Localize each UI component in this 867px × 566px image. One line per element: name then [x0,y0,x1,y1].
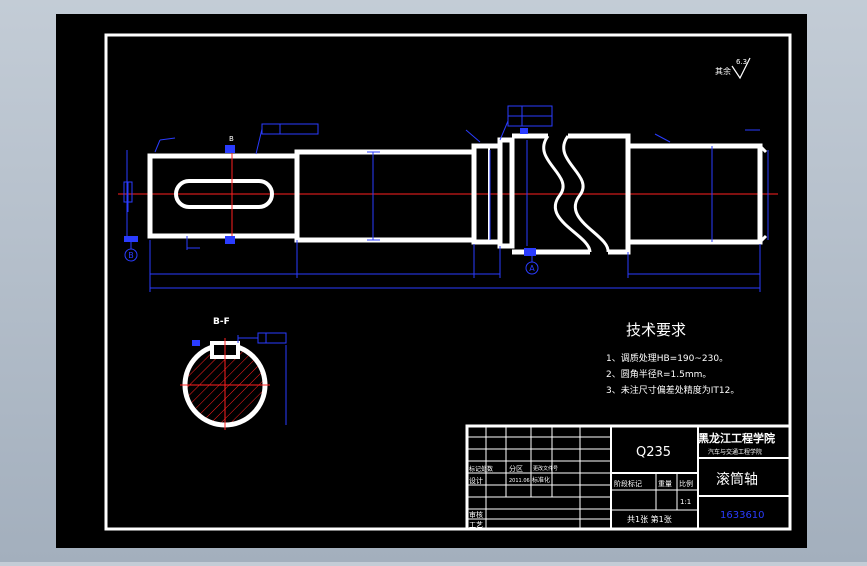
datum-a-label: A [529,264,535,273]
datum-b-label: B [128,251,134,260]
drawing-number: 1633610 [720,510,765,521]
roughness-value: 6.3 [736,58,747,66]
break-line-1 [542,135,592,253]
technical-requirements: 技术要求 1、调质处理HB=190~230。 2、圆角半径R=1.5mm。 3、… [606,321,739,396]
weight-label: 重量 [658,480,672,488]
title-block [465,424,792,531]
drawing-area [56,14,807,548]
break-line-2 [562,135,610,253]
title-block-frame [465,424,792,531]
shaft-step [497,137,515,249]
keyway [174,179,274,209]
shaft-main-view: B [118,105,778,292]
tech-req-title: 技术要求 [626,321,686,339]
sheet-count: 共1张 第1张 [627,514,672,524]
design-date: 2011.06 [509,478,530,484]
section-arrow-top [225,145,235,153]
roughness-check-icon [731,57,751,80]
section-label: B-F [213,317,230,327]
tech-req-item-2: 2、圆角半径R=1.5mm。 [606,368,711,380]
drawing-border [104,33,792,531]
title-block-text: Q235 黑龙江工程学院 汽车与交通工程学院 滚筒轴 1633610 1:1 共… [469,431,775,529]
material: Q235 [636,445,671,460]
row-label-mark: 标记处数 [469,465,493,473]
section-arrow-bottom [225,236,235,244]
change-doc-label: 更改文件号 [533,465,558,472]
school-name: 黑龙江工程学院 [698,431,775,445]
tech-req-item-3: 3、未注尺寸偏差处精度为IT12。 [606,384,739,396]
shaft-segment-right [625,143,763,245]
row-label-zone: 分区 [509,464,523,473]
stage-mark-label: 阶段标记 [614,479,642,488]
tech-req-item-1: 1、调质处理HB=190~230。 [606,352,728,364]
row-label-design: 设计 [469,476,483,485]
section-view: B-F [180,317,287,430]
standardize-label: 标准化 [532,476,550,484]
roughness-label: 其余 [715,66,731,76]
row-label-process: 工艺 [469,521,483,529]
svg-text:B: B [229,135,234,143]
row-label-review: 审核 [469,510,483,519]
scale-value: 1:1 [680,498,691,506]
scale-label: 比例 [679,479,693,488]
roughness-symbol: 其余 6.3 [715,57,751,80]
department-name: 汽车与交通工程学院 [708,448,762,456]
part-name: 滚筒轴 [716,471,758,488]
